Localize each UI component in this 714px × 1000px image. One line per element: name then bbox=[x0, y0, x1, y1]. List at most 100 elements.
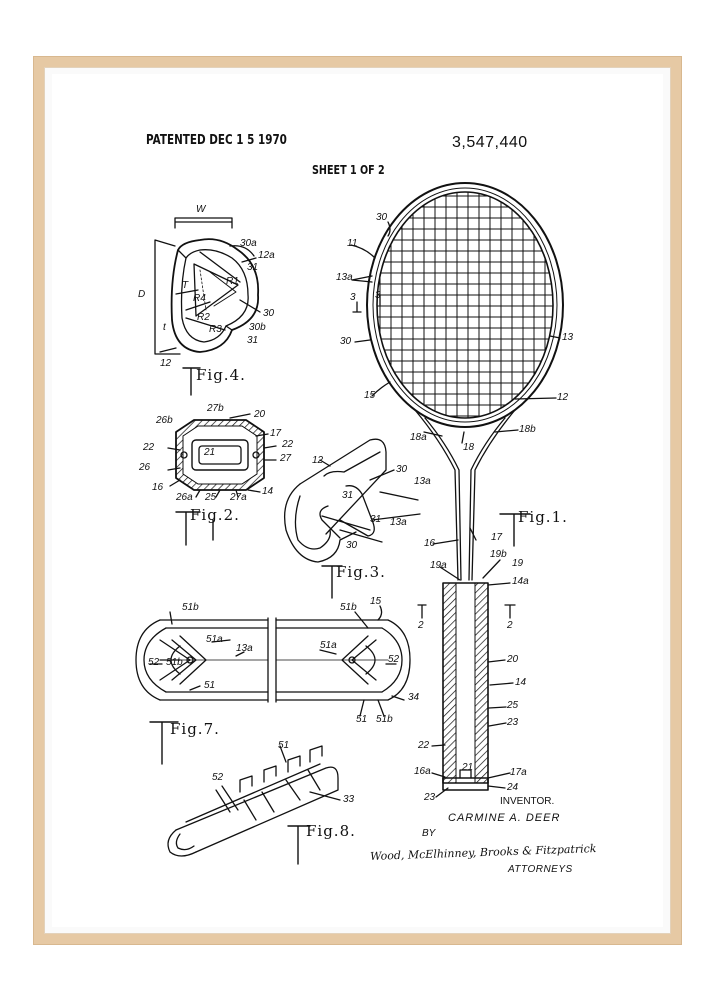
fig4-frame-section bbox=[155, 218, 260, 354]
ref-label: 52 bbox=[212, 772, 224, 783]
ref-label: 31 bbox=[247, 335, 259, 346]
ref-label: 19 bbox=[512, 558, 524, 569]
section-mark-3-left: 3 bbox=[350, 292, 356, 303]
ref-label: 33 bbox=[343, 794, 355, 805]
ref-label: 21 bbox=[462, 762, 474, 773]
ref-label: 26 bbox=[139, 462, 151, 473]
ref-label: 18a bbox=[410, 432, 427, 443]
ref-label: 30 bbox=[396, 464, 408, 475]
ref-label: 31 bbox=[342, 490, 354, 501]
patent-number: 3,547,440 bbox=[452, 134, 528, 151]
ref-label: 30 bbox=[346, 540, 358, 551]
ref-label: R3 bbox=[209, 324, 222, 335]
ref-label: 13a bbox=[414, 476, 431, 487]
ref-label: 22 bbox=[282, 439, 294, 450]
ref-label: 15 bbox=[370, 596, 382, 607]
ref-label: 51b bbox=[166, 657, 183, 668]
ref-label: 27 bbox=[280, 453, 292, 464]
ref-label: 20 bbox=[507, 654, 519, 665]
ref-label: 22 bbox=[143, 442, 155, 453]
racket-strings bbox=[370, 185, 560, 425]
ref-label: 14a bbox=[512, 576, 529, 587]
ref-label: T bbox=[182, 280, 189, 291]
fig3-frame-perspective bbox=[285, 439, 420, 562]
ref-label: 16 bbox=[424, 538, 436, 549]
ref-label: 34 bbox=[408, 692, 420, 703]
ref-label: 26b bbox=[156, 415, 173, 426]
ref-label: 17a bbox=[510, 767, 527, 778]
ref-label: 27a bbox=[230, 492, 247, 503]
fig4-title: Fig.4. bbox=[196, 366, 246, 384]
ref-label: 51b bbox=[376, 714, 393, 725]
ref-label: 30 bbox=[376, 212, 388, 223]
ref-label: 27b bbox=[207, 403, 224, 414]
ref-label: 22 bbox=[418, 740, 430, 751]
ref-label: 19b bbox=[490, 549, 507, 560]
ref-label: 17 bbox=[491, 532, 503, 543]
ref-label: 18 bbox=[463, 442, 475, 453]
ref-label: R4 bbox=[193, 293, 206, 304]
fig8-frame-strip bbox=[168, 746, 340, 856]
sheet-number: SHEET 1 OF 2 bbox=[312, 163, 385, 177]
ref-label: 12 bbox=[312, 455, 324, 466]
ref-label: t bbox=[163, 322, 166, 333]
ref-label: 52 bbox=[148, 657, 160, 668]
ref-label: D bbox=[138, 289, 146, 300]
section-mark-3-right: 3 bbox=[375, 290, 381, 301]
ref-label: 30b bbox=[249, 322, 266, 333]
ref-label: 12 bbox=[160, 358, 172, 369]
ref-label: 15 bbox=[364, 390, 376, 401]
ref-label: 19a bbox=[430, 560, 447, 571]
ref-label: 31 bbox=[247, 262, 259, 273]
ref-label: 51 bbox=[356, 714, 368, 725]
ref-label: 14 bbox=[262, 486, 274, 497]
ref-label: R1 bbox=[226, 276, 239, 287]
ref-label: 13 bbox=[562, 332, 574, 343]
by-label: BY bbox=[422, 828, 436, 839]
ref-label: 16 bbox=[152, 482, 164, 493]
ref-label: 51 bbox=[204, 680, 216, 691]
figure-title-strokes bbox=[150, 368, 530, 864]
ref-label: 13a bbox=[390, 517, 407, 528]
ref-label: 51a bbox=[206, 634, 223, 645]
fig3-title: Fig.3. bbox=[336, 563, 386, 581]
fig7-title: Fig.7. bbox=[170, 720, 220, 738]
ref-label: 11 bbox=[347, 238, 358, 249]
ref-label: 21 bbox=[204, 447, 216, 458]
ref-label: 25 bbox=[205, 492, 217, 503]
ref-label: 23 bbox=[424, 792, 436, 803]
ref-label: 12 bbox=[557, 392, 569, 403]
fig7-frame-section bbox=[136, 606, 410, 716]
ref-label: 51 bbox=[278, 740, 290, 751]
ref-label: 30a bbox=[240, 238, 257, 249]
ref-label: 13a bbox=[336, 272, 353, 283]
fig2-grip-section bbox=[168, 414, 276, 497]
ref-label: 16a bbox=[414, 766, 431, 777]
section-mark-2-right: 2 bbox=[507, 620, 513, 631]
inventor-name: CARMINE A. DEER bbox=[448, 812, 561, 824]
ref-label: 52 bbox=[388, 654, 400, 665]
ref-label: R2 bbox=[197, 312, 210, 323]
ref-label: 51b bbox=[182, 602, 199, 613]
fig1-title: Fig.1. bbox=[518, 508, 568, 526]
attorneys-label: ATTORNEYS bbox=[508, 864, 573, 875]
patented-date: PATENTED DEC 1 5 1970 bbox=[146, 133, 287, 148]
ref-label: 24 bbox=[507, 782, 519, 793]
ref-label: 31 bbox=[370, 514, 382, 525]
ref-label: 13a bbox=[236, 643, 253, 654]
ref-label: 20 bbox=[254, 409, 266, 420]
section-mark-2-left: 2 bbox=[418, 620, 424, 631]
ref-label: 30 bbox=[263, 308, 275, 319]
ref-label: W bbox=[196, 204, 206, 215]
ref-label: 26a bbox=[176, 492, 193, 503]
ref-label: 14 bbox=[515, 677, 527, 688]
inventor-title: INVENTOR. bbox=[500, 796, 555, 807]
ref-label: 17 bbox=[270, 428, 282, 439]
ref-label: 12a bbox=[258, 250, 275, 261]
ref-label: 18b bbox=[519, 424, 536, 435]
ref-label: 23 bbox=[507, 717, 519, 728]
ref-label: 51b bbox=[340, 602, 357, 613]
ref-label: 30 bbox=[340, 336, 352, 347]
ref-label: 25 bbox=[507, 700, 519, 711]
